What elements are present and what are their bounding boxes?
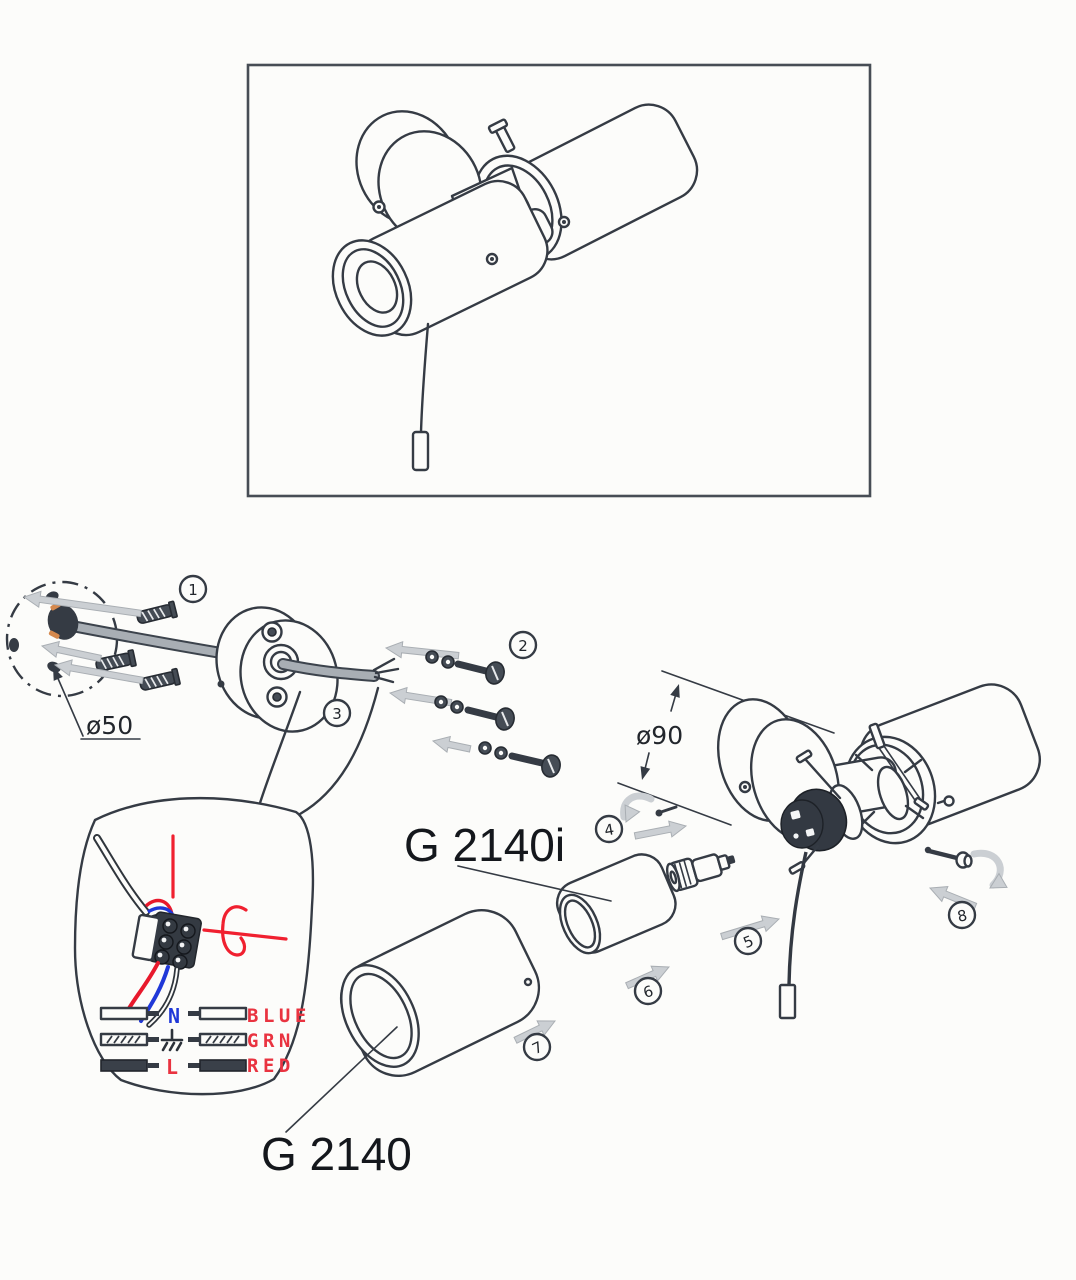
wall-sweep-line [298, 686, 380, 816]
pull-cord-weight [778, 983, 797, 1020]
canopy-dimension: ø90 [617, 670, 835, 826]
screw-set [434, 695, 515, 731]
pull-cord-weight [411, 430, 430, 472]
lamp-holder [780, 788, 848, 852]
mains-cable-through [279, 660, 378, 680]
step-7-badge: 7 [522, 1032, 552, 1062]
step-5-badge: 5 [733, 926, 763, 956]
svg-text:2: 2 [518, 637, 528, 655]
fixing-screw-icon [924, 846, 973, 869]
wiring-detail: N BLUE GRN L [73, 686, 380, 1096]
side-hole [217, 680, 225, 688]
ring-peg [487, 118, 516, 154]
small-shade-model-label: G 2140i [404, 819, 565, 871]
terminal-screws [154, 918, 196, 970]
small-screw-icon [655, 805, 678, 817]
neutral-wire-icon [99, 1006, 149, 1021]
ring-spokes [854, 753, 925, 830]
step-2-badge: 2 [508, 630, 538, 660]
step-8-badge: 8 [947, 900, 977, 930]
step-1-badge: 1 [178, 574, 208, 604]
halogen-bulb-icon [665, 853, 736, 893]
svg-text:8: 8 [956, 906, 969, 926]
wall-hole-diameter-label: ø50 [86, 711, 133, 740]
terminal-block [131, 911, 202, 970]
sheathed-cable [95, 836, 148, 914]
drill-hole [9, 638, 19, 652]
shade-parts: G 2140i G 2140 [261, 819, 677, 1180]
step-4-badge: 4 [594, 814, 624, 844]
screw-set [478, 741, 561, 778]
assembly-direction-arrow-icon [633, 820, 688, 840]
red-crossout-mark [202, 905, 288, 957]
screw-direction-arrow-icon [384, 640, 460, 660]
svg-text:3: 3 [332, 705, 342, 723]
sheathed-wire [148, 968, 178, 1026]
support-arm [804, 758, 842, 800]
ring-peg [868, 722, 886, 750]
label-leader-line [285, 1026, 398, 1133]
live-terminal-label: L [166, 1055, 178, 1079]
green-wire-label: GRN [247, 1030, 295, 1052]
wall-sweep-line [258, 690, 302, 805]
wall-plug-icon [139, 667, 181, 691]
rotate-direction-arrow-icon [620, 792, 655, 821]
dimension-arrowhead-icon [640, 766, 651, 780]
legend-row-neutral: N BLUE [99, 1004, 311, 1028]
earth-ground-icon [160, 1028, 184, 1052]
shade-screw-icon [943, 795, 955, 807]
screw-pack-step [384, 640, 561, 778]
step-3-badge: 3 [322, 698, 352, 728]
fixture-assembly [513, 683, 1041, 1044]
panel-frame [246, 63, 872, 498]
svg-text:4: 4 [603, 820, 616, 839]
pull-cord [787, 851, 808, 986]
dimension-arrowhead-icon [53, 667, 63, 681]
twin-spotlight-drawing [331, 103, 699, 472]
insert-direction-arrow-icon [40, 640, 102, 663]
stripped-wire-ends [372, 657, 400, 684]
live-wire-icon [199, 1059, 247, 1072]
large-shade-model-label: G 2140 [261, 1128, 412, 1180]
screw-direction-arrow-icon [431, 735, 472, 754]
svg-text:1: 1 [188, 581, 198, 599]
product-overview-panel [246, 63, 872, 498]
live-wire-icon [100, 1059, 148, 1072]
canopy-diameter-label: ø90 [636, 721, 683, 750]
legend-row-live: L RED [100, 1055, 295, 1079]
wiring-legend: N BLUE GRN L [99, 1004, 311, 1079]
insert-direction-arrow-icon [53, 659, 144, 685]
insert-direction-arrow-icon [22, 590, 142, 618]
step-badges: 1 2 3 4 5 6 7 8 [178, 574, 977, 1062]
red-wire-label: RED [247, 1055, 295, 1077]
dimension-arrowhead-icon [670, 684, 680, 698]
shade-pinhole [523, 977, 533, 987]
step-6-badge: 6 [633, 976, 663, 1006]
wall-plug-icon [136, 600, 178, 624]
pull-cord [419, 322, 430, 434]
pivot-axle-rod [878, 745, 924, 807]
backplate-step [215, 606, 400, 733]
left-shade-open-face [331, 239, 413, 337]
blue-wire-label: BLUE [247, 1005, 311, 1027]
arm-end-cap [795, 749, 813, 764]
neutral-wire-icon [198, 1006, 248, 1021]
axle-end-cap [913, 796, 930, 811]
neutral-terminal-label: N [168, 1004, 180, 1028]
assembly-direction-arrow-icon [513, 1020, 557, 1044]
wall-hole-dimension: ø50 [52, 666, 141, 740]
legend-row-earth: GRN [99, 1028, 295, 1052]
screw-set [425, 650, 505, 685]
label-leader-line [457, 865, 612, 902]
wall-plug-icon [95, 649, 137, 672]
